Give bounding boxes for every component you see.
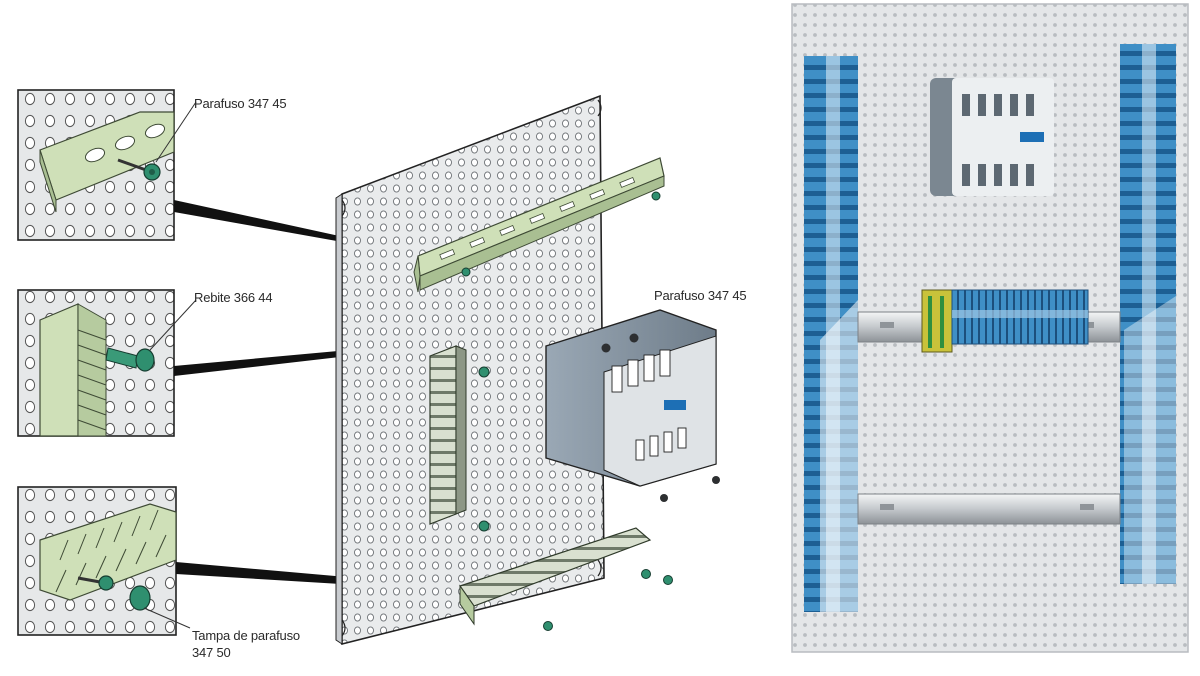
label-screw-cover-line1: Tampa de parafuso bbox=[192, 628, 300, 643]
legrand-logo bbox=[1020, 132, 1044, 142]
inset-trunking bbox=[39, 303, 107, 437]
photo-din-rail-lower bbox=[857, 493, 1121, 525]
photo-transformer bbox=[930, 78, 1054, 196]
label-screw-rail: Parafuso 347 45 bbox=[194, 96, 287, 111]
assembled-panel-photo bbox=[791, 3, 1189, 653]
photo-trunking-left bbox=[804, 56, 858, 612]
photo-terminal-blocks bbox=[921, 289, 1089, 353]
label-rivet: Rebite 366 44 bbox=[194, 290, 273, 305]
screw-icon bbox=[117, 158, 161, 181]
label-screw-cover-line2: 347 50 bbox=[192, 645, 231, 660]
rivet-icon bbox=[478, 366, 490, 532]
label-screw-transformer: Parafuso 347 45 bbox=[654, 288, 747, 303]
inset-screw-cover bbox=[17, 486, 191, 636]
rivet-icon bbox=[105, 347, 155, 372]
din-rail bbox=[413, 157, 665, 293]
screw-icon bbox=[660, 476, 720, 502]
screw-cover-icon bbox=[129, 585, 151, 611]
horizontal-trunking bbox=[459, 527, 673, 631]
inset-rail bbox=[39, 111, 175, 213]
legrand-logo bbox=[664, 400, 686, 410]
transformer bbox=[545, 309, 720, 502]
inset-screw-rail bbox=[17, 89, 197, 241]
inset-rivet-trunking bbox=[17, 289, 197, 437]
vertical-trunking bbox=[429, 345, 490, 532]
photo-trunking-right bbox=[1120, 44, 1176, 584]
inset-comb-trunking bbox=[39, 503, 177, 601]
screw-icon bbox=[77, 575, 114, 591]
screw-icon bbox=[543, 569, 673, 631]
